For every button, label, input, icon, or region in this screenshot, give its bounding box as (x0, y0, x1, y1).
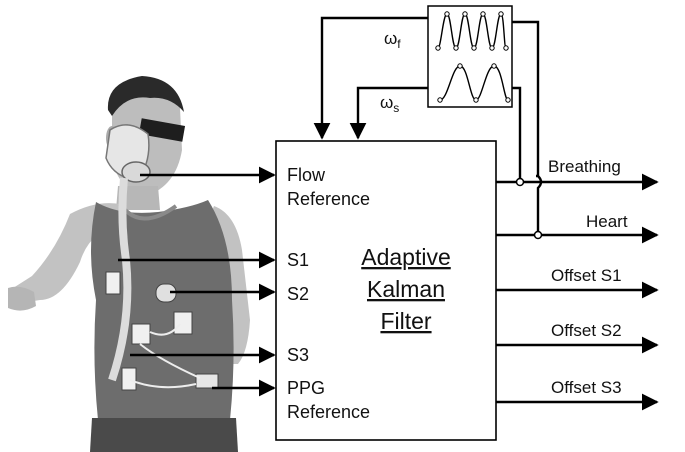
input-label-s1: S1 (287, 250, 309, 270)
sensor-ppg-pad (195, 373, 219, 389)
input-label-ppg: PPG (287, 378, 325, 398)
adaptive-kalman-filter-box (275, 140, 497, 441)
filter-title-line-1: Adaptive (361, 244, 451, 270)
sensor-s3-pad (121, 367, 137, 391)
input-arrows (118, 166, 276, 397)
filter-title-line-3: Filter (380, 308, 431, 334)
omega-f-label: ωf (384, 29, 401, 51)
input-label-flow: Flow (287, 165, 326, 185)
sensor-s1-pad (105, 271, 121, 295)
feedback-lines (313, 16, 540, 182)
person-with-mask-icon (8, 76, 250, 452)
input-label-ppg-reference: Reference (287, 402, 370, 422)
heart-tap-node (533, 230, 543, 240)
line-slow-to-breathing (512, 86, 522, 182)
output-label-offset-s2: Offset S2 (551, 321, 622, 340)
output-label-breathing: Breathing (548, 157, 621, 176)
omega-s-label: ωs (380, 93, 399, 115)
breathing-tap-node (515, 177, 525, 187)
filter-title-line-2: Kalman (367, 276, 445, 302)
input-label-flow-reference: Reference (287, 189, 370, 209)
heart-tap-line (536, 175, 543, 235)
line-fast-to-heart (512, 20, 540, 178)
arrow-omega-s (349, 86, 428, 140)
input-label-s2: S2 (287, 284, 309, 304)
output-arrows (496, 173, 659, 411)
arrow-omega-f (313, 16, 428, 140)
waveform-box (427, 5, 513, 108)
output-label-offset-s3: Offset S3 (551, 378, 622, 397)
input-label-s3: S3 (287, 345, 309, 365)
output-label-heart: Heart (586, 212, 628, 231)
output-label-offset-s1: Offset S1 (551, 266, 622, 285)
